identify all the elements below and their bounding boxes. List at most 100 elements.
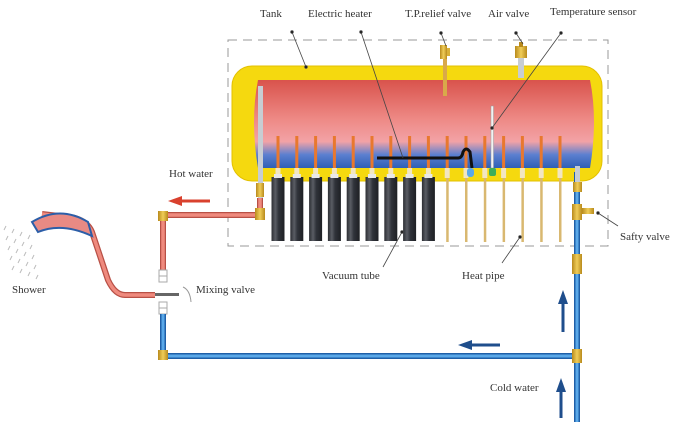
vacuum-tube [290,177,304,241]
spray-drop [5,235,9,241]
heat-pipes [446,178,562,242]
spray-drop [27,234,31,240]
cold-flow-arrow-up [556,378,566,418]
tube-cap [386,174,395,178]
heat-pipe-stub [502,136,506,170]
heat-pipe-stub [408,136,412,170]
stub-socket [331,168,337,178]
heat-pipe [521,178,524,242]
stub-socket [407,168,413,178]
air-valve [515,42,527,78]
temperature-sensor [490,105,494,169]
heat-pipe [559,178,562,242]
tube-cap [311,174,320,178]
spray-drop [25,261,29,267]
heat-pipe [540,178,543,242]
tank-inner [254,80,594,168]
spray-drop [7,245,11,251]
label-cold-water: Cold water [490,382,539,394]
tube-cap [368,174,376,178]
safety-valve-fitting [572,204,594,220]
check-valve [572,254,582,274]
heat-pipe-stub [276,136,280,170]
vacuum-tubes [271,174,435,241]
heat-pipe-stub [464,136,468,170]
tube-cap [405,174,414,178]
heat-pipe [483,178,487,242]
label-heat-pipe: Heat pipe [462,270,505,282]
heat-pipe-stub [332,136,336,170]
spray-drop [3,225,7,231]
stub-socket [463,168,469,178]
heat-pipe-stub [314,136,318,170]
spray-drop [29,244,33,250]
stub-socket [369,168,375,178]
cold-inlet-rod [575,166,580,182]
stub-socket [482,168,488,178]
label-safety-valve: Safty valve [620,231,670,243]
elbow-fitting [158,350,168,360]
heat-pipe-stub [445,136,449,170]
tube-cap [349,174,358,178]
heat-pipe-stubs [275,136,563,178]
leader-lines [290,30,619,268]
heat-pipe [446,178,449,242]
vacuum-tube [384,177,398,241]
shower [3,211,155,298]
stub-socket [294,168,300,178]
spray-drop [31,254,35,260]
heat-pipe-stub [558,136,562,170]
tp-relief-valve [440,45,450,96]
vacuum-tube [309,177,323,241]
shower-head [30,212,94,238]
spray-drop [9,255,13,261]
spray-drop [11,265,15,271]
elbow-fitting [158,211,168,221]
hot-water-arrow [168,196,210,206]
stub-socket [275,168,281,178]
mixing-valve [155,269,192,315]
label-mixing-valve: Mixing valve [196,284,255,296]
label-vacuum-tube: Vacuum tube [322,270,380,282]
label-shower: Shower [12,284,46,296]
hot-water-pipe [160,198,263,272]
heat-pipe-stub [483,136,487,170]
heat-pipe-stub [520,136,524,170]
vacuum-tube [403,177,417,241]
spray-drop [27,271,31,277]
union-fitting [256,183,264,197]
spray-drop [23,251,27,257]
spray-drop [19,231,23,237]
union-fitting [573,182,582,192]
heat-pipe-stub [389,136,393,170]
vacuum-tube [327,177,341,241]
spray-drop [21,241,25,247]
shower-spray [3,225,39,280]
tube-cap [274,174,282,178]
heat-pipe-stub [426,136,430,170]
label-temperature-sensor: Temperature sensor [550,6,637,18]
label-tp-relief-valve: T.P.relief valve [405,8,471,20]
spray-drop [13,238,17,244]
vacuum-tube [346,177,360,241]
heat-pipe-stub [539,136,543,170]
sensor-tip-blue [467,168,474,177]
label-tank: Tank [260,8,282,20]
collector-frame [227,39,609,247]
spray-drop [11,228,15,234]
heat-pipe [465,178,468,242]
stub-socket [557,168,563,178]
stub-socket [425,168,431,178]
stub-socket [519,168,525,178]
stub-socket [501,168,507,178]
spray-drop [33,264,37,270]
elbow-fitting [255,208,265,220]
cold-flow-arrow-left [458,340,500,350]
heat-pipe-stub [351,136,355,170]
heat-pipe-stub [370,136,374,170]
spray-drop [19,268,23,274]
electric-heater [377,147,474,169]
vacuum-tube [271,177,285,241]
spray-drop [15,248,19,254]
